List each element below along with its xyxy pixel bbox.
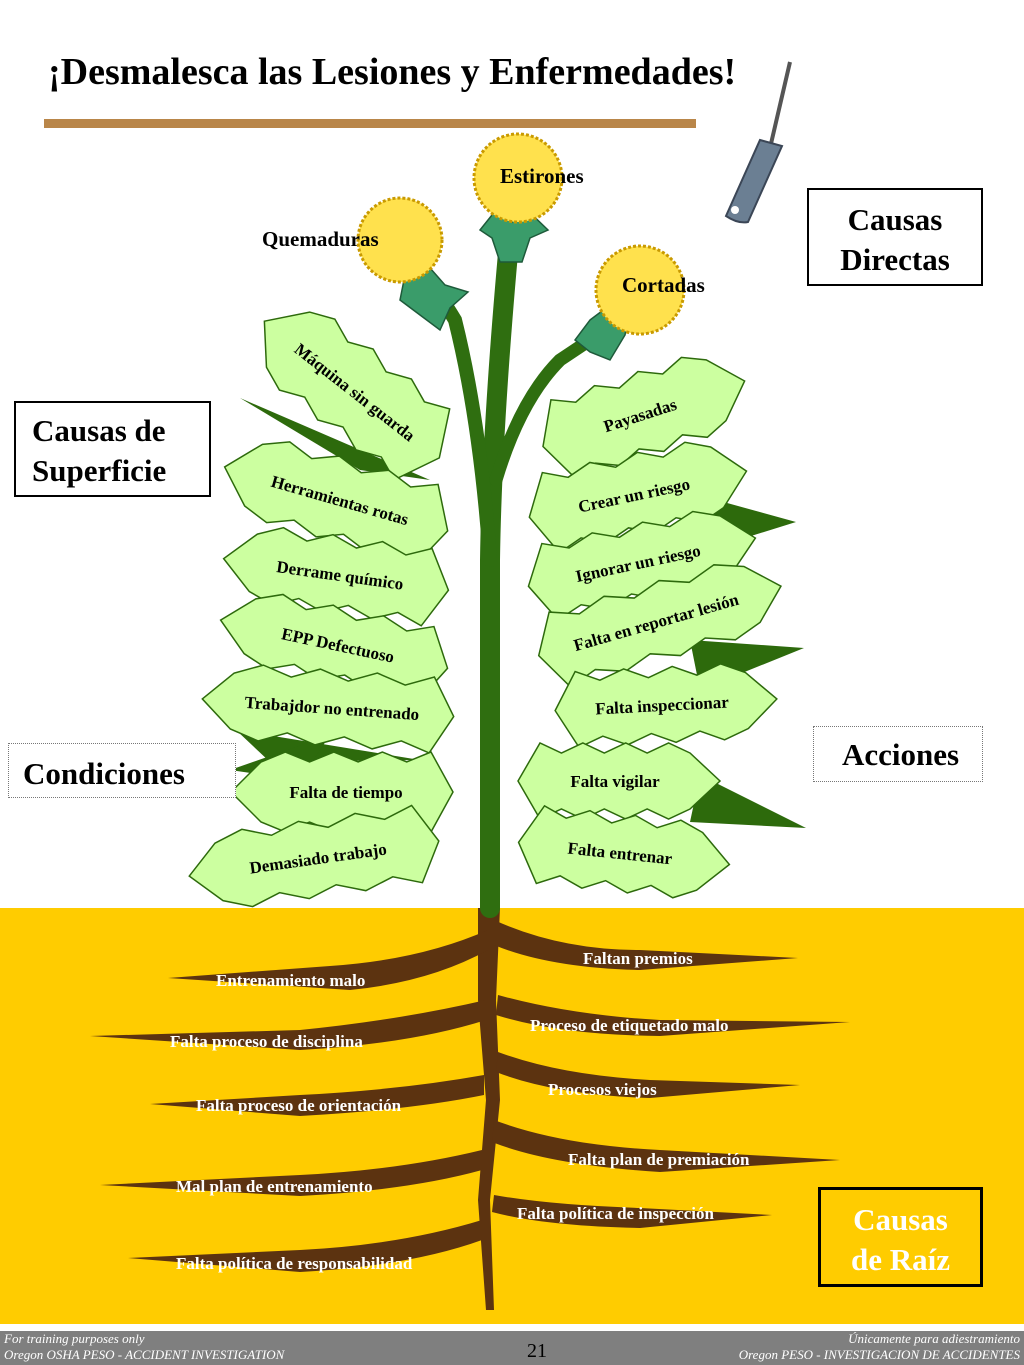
root-label-right-1: Faltan premios [583,949,693,968]
root-causes-box: Causas de Raíz [818,1187,983,1287]
action-leaf-7-shape [517,804,731,899]
flower-label-top: Estirones [500,164,584,188]
action-leaf-7: Falta entrenar [517,804,731,899]
page-title: ¡Desmalesca las Lesiones y Enfermedades! [48,51,737,93]
flower-label-left: Quemaduras [262,227,379,251]
condition-leaf-7-shape [188,804,440,908]
footer-right-line1: Únicamente para adiestramiento [848,1331,1020,1346]
condition-leaf-5: Trabajdor no entrenado [201,664,455,754]
action-leaf-6-label: Falta vigilar [570,772,660,791]
footer-bar: For training purposes only Oregon OSHA P… [0,1331,1024,1365]
condition-leaf-2: Herramientas rotas [223,441,449,567]
action-leaf-3: Ignorar un riesgo [527,510,757,621]
root-causes-line1: Causas [853,1202,948,1237]
root-label-right-5: Falta política de inspección [517,1204,714,1223]
flower-label-right: Cortadas [622,273,705,297]
root-label-right-2: Proceso de etiquetado malo [530,1016,728,1035]
root-label-left-3: Falta proceso de orientación [196,1096,402,1115]
flower-right [573,244,686,361]
footer-left-line1: For training purposes only [4,1331,145,1346]
roots [90,908,850,1310]
surface-causes-line2: Superficie [32,453,167,489]
root-label-right-4: Falta plan de premiación [568,1150,750,1169]
conditions-box: Condiciones [8,743,236,798]
flower-left [356,196,470,332]
condition-leaf-7: Demasiado trabajo [188,804,440,908]
footer-left: For training purposes only Oregon OSHA P… [4,1331,284,1363]
action-leaf-4: Falta en reportar lesión [537,564,783,689]
flower-top [472,132,564,263]
surface-causes-box: Causas de Superficie [14,401,211,497]
footer-right-line2: Oregon PESO - INVESTIGACION DE ACCIDENTE… [738,1347,1020,1362]
actions-box: Acciones [813,726,983,782]
action-leaf-6: Falta vigilar [517,742,722,820]
footer-left-line2: Oregon OSHA PESO - ACCIDENT INVESTIGATIO… [4,1347,285,1362]
root-causes-line2: de Raíz [850,1242,950,1278]
action-leaf-5: Falta inspeccionar [554,663,778,749]
weeding-tool-icon [724,61,792,224]
root-label-left-2: Falta proceso de disciplina [170,1032,363,1051]
root-label-right-3: Procesos viejos [548,1080,657,1099]
direct-causes-box: Causas Directas [807,188,983,286]
root-label-left-4: Mal plan de entrenamiento [176,1177,373,1196]
action-leaf-2: Crear un riesgo [528,441,748,554]
condition-leaf-6-label: Falta de tiempo [289,783,402,802]
root-label-left-1: Entrenamiento malo [216,971,365,990]
page-number: 21 [527,1340,547,1362]
surface-causes-line1: Causas de [32,413,166,448]
title-underline [44,119,696,128]
direct-causes-line1: Causas [847,202,943,237]
footer-right: Únicamente para adiestramiento Oregon PE… [739,1331,1020,1363]
root-label-left-5: Falta política de responsabilidad [176,1254,413,1273]
direct-causes-line2: Directas [840,242,950,278]
